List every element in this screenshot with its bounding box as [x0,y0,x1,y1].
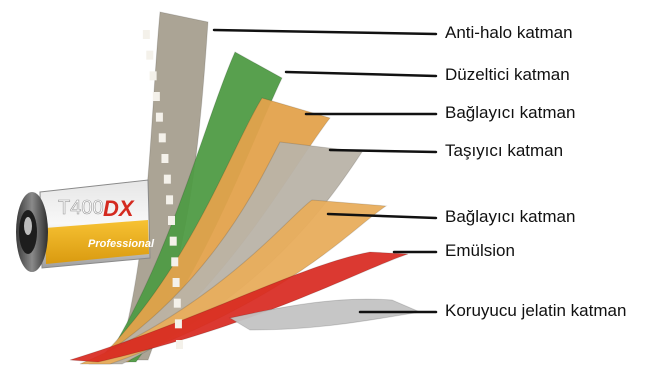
perforation-hole [156,113,163,122]
canister-brand-text: T400 [58,197,104,219]
layer-label: Bağlayıcı katman [445,103,575,123]
perforation-hole [168,216,175,225]
film-canister: T400 DX Professional [16,180,155,272]
layer-label: Emülsion [445,241,515,261]
layer-label: Koruyucu jelatin katman [445,301,626,321]
perforation-hole [159,133,166,142]
leader-line [214,30,436,34]
perforation-hole [146,51,153,60]
perforation-hole [176,340,183,349]
perforation-hole [150,71,157,80]
perforation-hole [170,237,177,246]
perforation-hole [171,257,178,266]
perforation-hole [175,319,182,328]
leader-line [286,72,436,76]
canister-logo: DX [103,196,135,221]
canister-sub-text: Professional [88,238,155,250]
perforation-hole [166,195,173,204]
layer-label: Düzeltici katman [445,65,570,85]
layer-label: Taşıyıcı katman [445,141,563,161]
perforation-hole [143,30,150,39]
perforation-hole [164,175,171,184]
layer-label: Bağlayıcı katman [445,207,575,227]
layer-label: Anti-halo katman [445,23,573,43]
perforation-hole [161,154,168,163]
perforation-hole [173,278,180,287]
perforation-hole [153,92,160,101]
perforation-hole [174,299,181,308]
